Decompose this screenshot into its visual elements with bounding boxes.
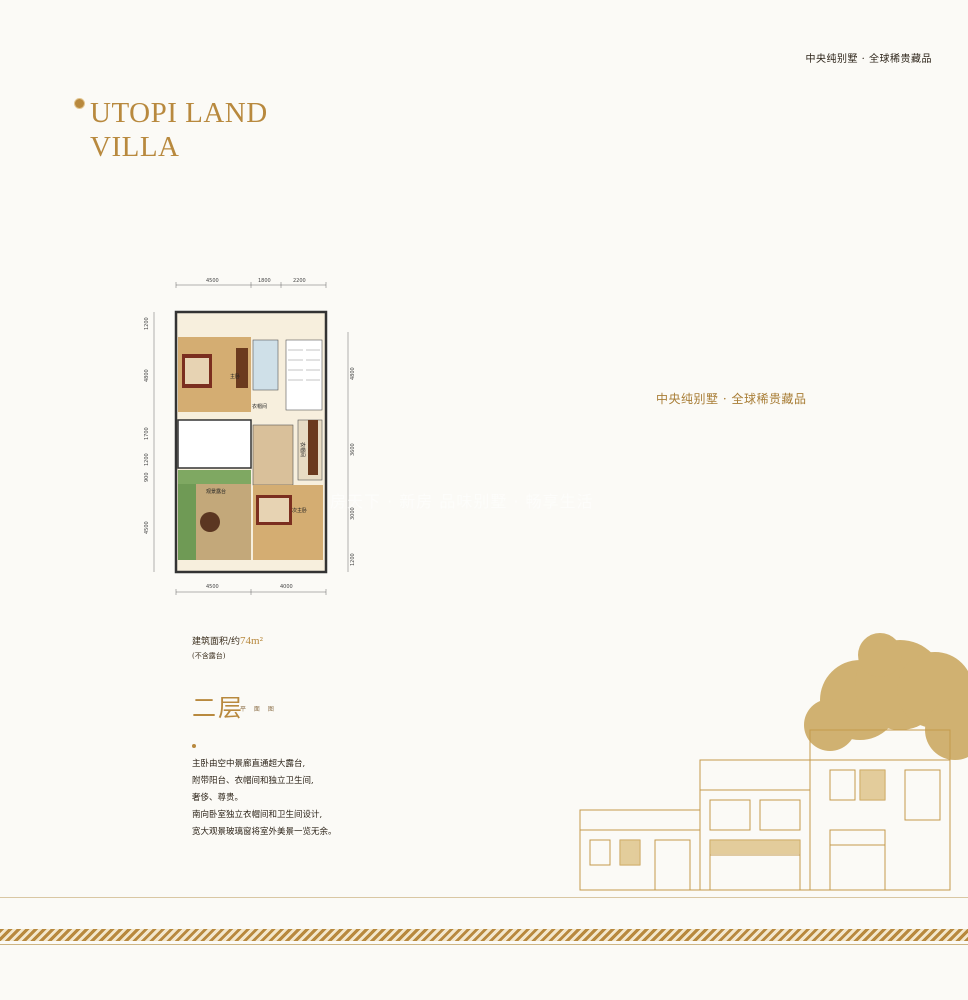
- room-second: 次主卧: [292, 507, 307, 514]
- dim-left-4: 1200: [144, 453, 150, 466]
- brand-line-1: UTOPI LAND: [90, 97, 268, 129]
- area-value: 74m²: [240, 635, 263, 647]
- tree-illustration: [804, 633, 968, 760]
- ground-line: [0, 897, 968, 898]
- room-closet-1: 衣帽间: [252, 403, 267, 410]
- room-terrace: 观景露台: [206, 488, 226, 495]
- room-closet-2: 衣帽间: [299, 442, 306, 457]
- brand-dot-icon: [74, 98, 85, 109]
- dim-top-3: 2200: [293, 278, 306, 284]
- area-label: 建筑面积/约: [192, 637, 241, 647]
- slogan: 中央纯别墅 · 全球稀贵藏品: [656, 392, 807, 406]
- brand-logo: UTOPI LAND VILLA: [74, 96, 268, 164]
- floor-plan: 4500 1800 2200 4500 4000 1200 4800 1700 …: [144, 278, 356, 595]
- dim-bottom-2: 4000: [280, 584, 293, 590]
- dim-left-6: 4500: [144, 521, 150, 534]
- description-line: 南向卧室独立衣帽间和卫生间设计,: [192, 810, 323, 820]
- dim-right-3: 3000: [350, 507, 356, 520]
- dim-right-1: 4800: [350, 367, 356, 380]
- description: 主卧由空中景廊直通超大露台, 附带阳台、衣帽间和独立卫生间, 奢侈、尊贵。 南向…: [192, 756, 337, 841]
- dim-left-3: 1700: [144, 427, 150, 440]
- dim-right-2: 3600: [350, 443, 356, 456]
- floor-title: 二层: [192, 694, 244, 722]
- description-line: 附带阳台、衣帽间和独立卫生间,: [192, 776, 314, 786]
- dim-left-2: 4800: [144, 369, 150, 382]
- room-master: 主卧: [230, 373, 240, 380]
- dim-left-1: 1200: [144, 317, 150, 330]
- watermark: 房天下 · 新房 品味别墅 · 畅享生活: [330, 492, 594, 511]
- description-line: 奢侈、尊贵。: [192, 793, 244, 803]
- header-tagline: 中央纯别墅 · 全球稀贵藏品: [805, 54, 932, 65]
- villa-illustration: [579, 633, 968, 891]
- description-line: 主卧由空中景廊直通超大露台,: [192, 759, 306, 769]
- dim-top-2: 1800: [258, 278, 271, 284]
- dim-top-1: 4500: [206, 278, 219, 284]
- bullet-icon: [192, 744, 196, 748]
- description-line: 宽大观景玻璃窗将室外美景一览无余。: [192, 827, 337, 837]
- area-info: 建筑面积/约74m²: [192, 634, 263, 647]
- decorative-band: [0, 929, 968, 941]
- floor-subtitle: 平 面 图: [240, 706, 277, 713]
- dim-left-5: 900: [144, 472, 150, 482]
- decorative-band-line: [0, 944, 968, 945]
- brand-line-2: VILLA: [90, 131, 180, 163]
- dim-bottom-1: 4500: [206, 584, 219, 590]
- dim-right-4: 1200: [350, 553, 356, 566]
- area-note: (不含露台): [192, 652, 226, 660]
